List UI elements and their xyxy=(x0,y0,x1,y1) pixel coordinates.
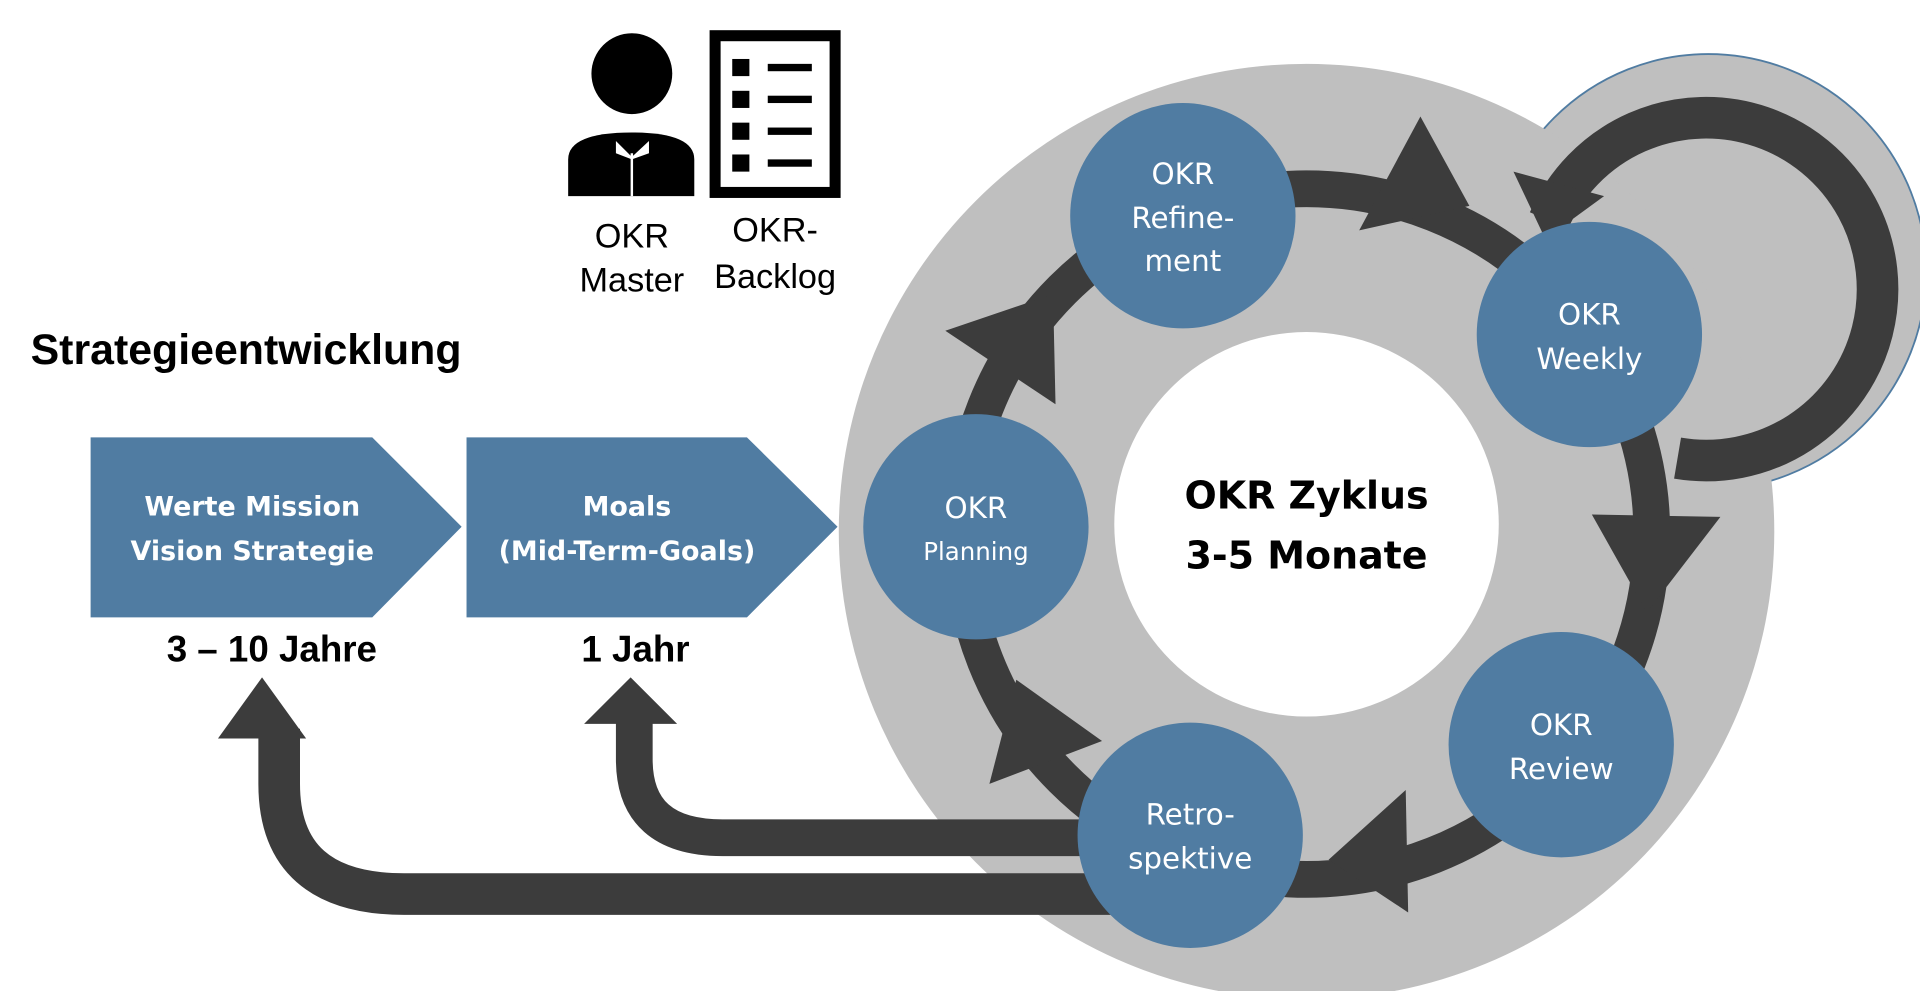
node-retrospektive: Retro- spektive xyxy=(1077,722,1303,948)
feedback-arrowhead-strategy xyxy=(217,677,307,739)
stage-duration: 3 – 10 Jahre xyxy=(167,628,377,669)
person-icon xyxy=(568,33,695,197)
node-label: Refine- xyxy=(1131,201,1234,235)
backlog-list-icon xyxy=(709,30,841,198)
stage-label: Vision Strategie xyxy=(131,536,374,567)
stage-label: (Mid-Term-Goals) xyxy=(499,536,756,567)
node-label: ment xyxy=(1144,244,1221,278)
node-label: OKR xyxy=(1558,298,1621,332)
role-label: Master xyxy=(579,262,684,300)
node-label: OKR xyxy=(1151,157,1214,191)
weekly-loop-arrowhead xyxy=(1513,171,1605,239)
node-label: OKR xyxy=(1530,708,1593,742)
cycle-center-circle xyxy=(1114,332,1499,717)
stage-moals: Moals (Mid-Term-Goals) xyxy=(466,437,838,618)
node-label: spektive xyxy=(1128,841,1252,875)
arrowhead-planning-refinement xyxy=(945,294,1056,405)
cycle-title: OKR Zyklus xyxy=(1184,473,1428,517)
weekly-loop-arrow xyxy=(1529,96,1899,482)
node-review: OKR Review xyxy=(1448,632,1674,858)
stage-label: Werte Mission xyxy=(144,492,360,523)
node-refinement: OKR Refine- ment xyxy=(1070,103,1296,329)
stage-label: Moals xyxy=(583,492,672,523)
feedback-arrowhead-moals xyxy=(584,677,678,724)
page-title: Strategieentwicklung xyxy=(31,326,462,374)
role-label: Backlog xyxy=(714,258,836,296)
node-weekly: OKR Weekly xyxy=(1476,221,1703,448)
stage-duration: 1 Jahr xyxy=(581,628,689,669)
feedback-arrow-moals xyxy=(615,716,1103,857)
node-label: Planning xyxy=(923,537,1028,566)
arrowhead-weekly-review xyxy=(1591,514,1721,613)
node-label: OKR xyxy=(945,491,1008,525)
arrowhead-review-retro xyxy=(1328,789,1409,913)
arrowhead-refinement-weekly xyxy=(1359,116,1470,231)
stage-strategy: Werte Mission Vision Strategie xyxy=(90,437,462,618)
role-label: OKR- xyxy=(732,211,818,249)
arrowhead-retro-planning xyxy=(989,679,1103,784)
feedback-arrow-strategy xyxy=(258,728,1127,915)
node-label: Review xyxy=(1509,752,1614,786)
node-planning: OKR Planning xyxy=(863,414,1089,640)
role-label: OKR xyxy=(595,218,669,256)
node-label: Retro- xyxy=(1146,797,1235,831)
cycle-duration: 3-5 Monate xyxy=(1186,533,1428,577)
node-label: Weekly xyxy=(1536,342,1642,376)
